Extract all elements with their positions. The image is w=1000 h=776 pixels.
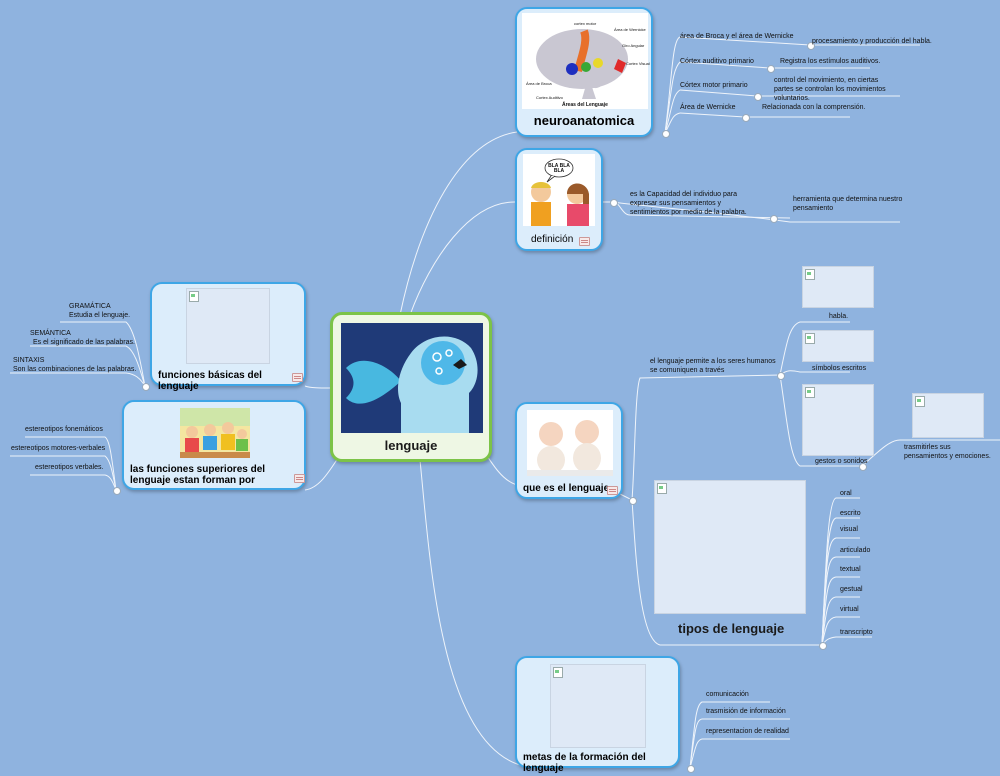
babies-image bbox=[527, 410, 613, 476]
connector-dot[interactable] bbox=[742, 114, 750, 122]
note-icon[interactable] bbox=[294, 474, 305, 483]
tipos-item: gestual bbox=[840, 586, 863, 593]
note-icon[interactable] bbox=[607, 486, 618, 495]
habla-image-placeholder bbox=[802, 266, 874, 308]
connector-dot[interactable] bbox=[767, 65, 775, 73]
neuro-item-1: Córtex auditivo primario bbox=[680, 58, 754, 65]
superiores-title: las funciones superiores del lenguaje es… bbox=[130, 464, 266, 486]
connector-dot[interactable] bbox=[807, 42, 815, 50]
neuro-detail-3: Relacionada con la comprensión. bbox=[762, 104, 866, 111]
tipos-item: transcripto bbox=[840, 629, 873, 636]
broken-image-icon bbox=[657, 483, 667, 494]
broken-image-icon bbox=[805, 269, 815, 280]
tipos-item: textual bbox=[840, 566, 861, 573]
superiores-item: estereotipos verbales. bbox=[35, 464, 104, 471]
superiores-node[interactable]: las funciones superiores del lenguaje es… bbox=[122, 400, 306, 490]
tipos-image-placeholder bbox=[654, 480, 806, 614]
tipos-item: oral bbox=[840, 490, 852, 497]
brain-label-broca: Área de Broca bbox=[526, 81, 552, 86]
broken-image-icon bbox=[805, 333, 815, 344]
metas-item: representacion de realidad bbox=[706, 728, 789, 735]
brain-image: cortex motor Área de Wernicke Giro Angul… bbox=[522, 13, 650, 109]
tipos-item: virtual bbox=[840, 606, 859, 613]
neuro-node[interactable]: cortex motor Área de Wernicke Giro Angul… bbox=[515, 7, 653, 137]
kids-image bbox=[180, 408, 250, 458]
basicas-image-placeholder bbox=[186, 288, 270, 364]
neuro-item-3: Área de Wernicke bbox=[680, 104, 736, 111]
que-es-item-simbolos: símbolos escritos bbox=[812, 365, 867, 372]
broken-image-icon bbox=[189, 291, 199, 302]
note-icon[interactable] bbox=[579, 237, 590, 246]
connector-dot[interactable] bbox=[819, 642, 827, 650]
brain-label-areas: Áreas del Lenguaje bbox=[562, 102, 608, 108]
metas-image-placeholder bbox=[550, 664, 646, 748]
brain-label-visual: Cortex Visual bbox=[626, 61, 650, 66]
neuro-detail-1: Registra los estímulos auditivos. bbox=[780, 58, 881, 65]
basicas-node[interactable]: funciones básicas del lenguaje bbox=[150, 282, 306, 392]
tipos-item: articulado bbox=[840, 547, 871, 554]
broken-image-icon bbox=[805, 387, 815, 398]
metas-title: metas de la formación del lenguaje bbox=[523, 752, 646, 774]
basicas-item-label: GRAMÁTICA bbox=[69, 303, 111, 310]
connector-dot[interactable] bbox=[687, 765, 695, 773]
connector-dot[interactable] bbox=[610, 199, 618, 207]
connector-dot[interactable] bbox=[662, 130, 670, 138]
speech-bubble-text: BLA BLA BLA bbox=[548, 163, 570, 174]
note-icon[interactable] bbox=[292, 373, 303, 382]
neuro-item-2: Córtex motor primario bbox=[680, 82, 748, 89]
tipos-item: visual bbox=[840, 526, 858, 533]
basicas-item-label: SEMÁNTICA bbox=[30, 330, 71, 337]
metas-item: trasmisión de información bbox=[706, 708, 786, 715]
definicion-detail: herramienta que determina nuestro pensam… bbox=[793, 196, 903, 212]
basicas-item-detail: Son las combinaciones de las palabras. bbox=[13, 366, 137, 373]
que-es-title: que es el lenguaje bbox=[523, 483, 610, 494]
que-es-item-habla: habla. bbox=[829, 313, 849, 320]
connector-dot[interactable] bbox=[754, 93, 762, 101]
definicion-node[interactable]: BLA BLA BLA definición bbox=[515, 148, 603, 251]
basicas-item-label: SINTAXIS bbox=[13, 357, 45, 364]
neuro-detail-2: control del movimiento, en ciertas parte… bbox=[774, 77, 886, 102]
basicas-title: funciones básicas del lenguaje bbox=[158, 370, 262, 392]
que-es-item-gestos: gestos o sonidos bbox=[815, 458, 868, 465]
metas-node[interactable]: metas de la formación del lenguaje bbox=[515, 656, 680, 774]
definicion-title: definición bbox=[531, 234, 574, 245]
central-title: lenguaje bbox=[384, 438, 438, 453]
brain-label-motor: cortex motor bbox=[574, 21, 597, 26]
neuro-title: neuroanatomica bbox=[533, 113, 635, 128]
broken-image-icon bbox=[915, 396, 925, 407]
brain-label-giro: Giro Angular bbox=[622, 43, 645, 48]
connector-dot[interactable] bbox=[777, 372, 785, 380]
central-node[interactable]: lenguaje bbox=[330, 312, 492, 462]
central-image bbox=[341, 323, 483, 433]
tipos-item: escrito bbox=[840, 510, 861, 517]
metas-item: comunicación bbox=[706, 691, 749, 698]
connector-dot[interactable] bbox=[859, 463, 867, 471]
definicion-image: BLA BLA BLA bbox=[523, 154, 595, 226]
connector-dot[interactable] bbox=[113, 487, 121, 495]
neuro-item-0: área de Broca y el área de Wernicke bbox=[680, 33, 794, 40]
connector-dot[interactable] bbox=[770, 215, 778, 223]
superiores-item: estereotipos fonemáticos bbox=[25, 426, 103, 433]
definicion-text: es la Capacidad del individuo para expre… bbox=[630, 191, 747, 216]
brain-label-wernicke: Área de Wernicke bbox=[614, 27, 646, 32]
basicas-item-detail: Es el significado de las palabras. bbox=[33, 339, 135, 346]
emociones-image-placeholder bbox=[912, 393, 984, 438]
gestos-image-placeholder bbox=[802, 384, 874, 456]
brain-label-auditivo: Cortex Auditivo bbox=[536, 95, 563, 100]
gestos-detail: trasmitirles sus pensamientos y emocione… bbox=[904, 444, 991, 460]
connector-dot[interactable] bbox=[142, 383, 150, 391]
que-es-text: el lenguaje permite a los seres humanos … bbox=[650, 358, 776, 374]
tipos-title[interactable]: tipos de lenguaje bbox=[678, 621, 785, 636]
simbolos-image-placeholder bbox=[802, 330, 874, 362]
que-es-node[interactable]: que es el lenguaje bbox=[515, 402, 623, 499]
basicas-item-detail: Estudia el lenguaje. bbox=[69, 312, 131, 319]
connector-dot[interactable] bbox=[629, 497, 637, 505]
superiores-item: estereotipos motores-verbales bbox=[11, 445, 106, 452]
neuro-detail-0: procesamiento y producción del habla. bbox=[812, 38, 932, 45]
broken-image-icon bbox=[553, 667, 563, 678]
